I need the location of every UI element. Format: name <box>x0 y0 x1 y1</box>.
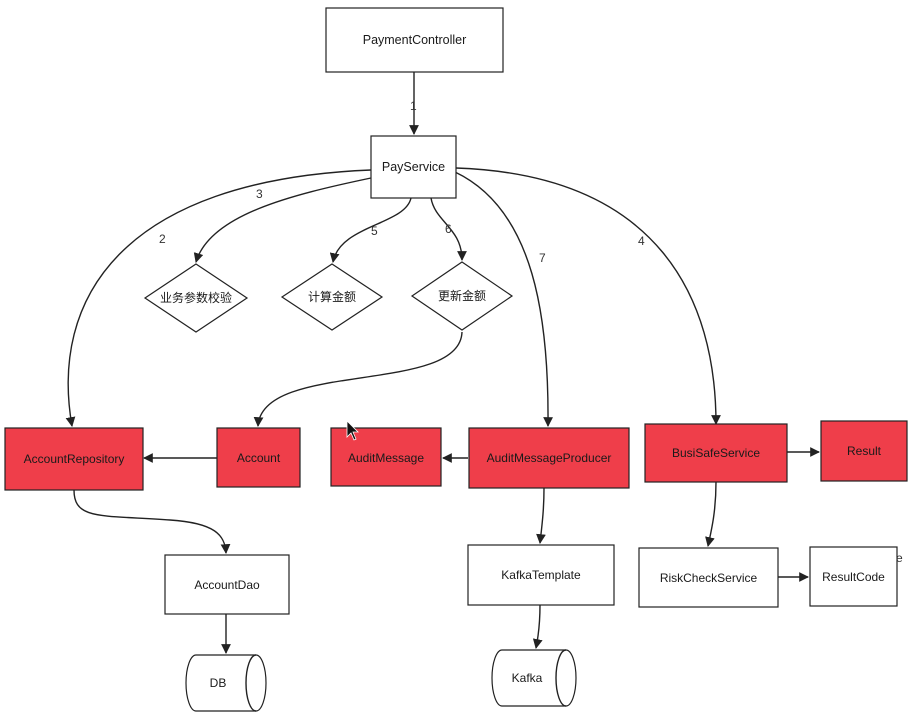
node-label: 业务参数校验 <box>160 290 232 305</box>
edge-label-6: 6 <box>445 222 452 236</box>
edge-payservice-to-accountrepository <box>65 169 372 427</box>
node-account-dao[interactable]: AccountDao <box>164 554 290 615</box>
node-label: 更新金额 <box>438 288 486 303</box>
node-account[interactable]: Account <box>216 427 301 488</box>
node-payment-controller[interactable]: PaymentController <box>325 7 504 73</box>
edge-label-7: 7 <box>539 251 546 265</box>
edge-label-3: 3 <box>256 187 263 201</box>
edge-payservice-to-updateamount <box>430 197 467 261</box>
mouse-cursor-icon <box>346 420 359 441</box>
edge-payservice-to-calcamount <box>329 197 412 263</box>
stray-mark: e <box>896 551 903 565</box>
edge-label-5: 5 <box>371 224 378 238</box>
edge-payservice-to-busisafe <box>455 167 721 425</box>
node-label: RiskCheckService <box>660 571 758 585</box>
node-label: PayService <box>382 160 445 174</box>
node-kafka[interactable]: Kafka <box>491 649 577 707</box>
node-label: Result <box>847 444 882 458</box>
node-result[interactable]: Result <box>820 420 908 482</box>
node-update-amount[interactable]: 更新金额 <box>410 261 514 331</box>
edge-accountrepository-to-accountdao <box>73 489 231 554</box>
node-label: KafkaTemplate <box>501 568 581 582</box>
node-kafka-template[interactable]: KafkaTemplate <box>467 544 615 606</box>
node-risk-check-service[interactable]: RiskCheckService <box>638 547 779 608</box>
node-label: Kafka <box>512 671 543 685</box>
edge-label-4: 4 <box>638 234 645 248</box>
edges <box>65 72 820 654</box>
edge-updateamount-to-account <box>253 331 463 427</box>
node-label: 计算金额 <box>308 289 356 304</box>
node-db[interactable]: DB <box>185 654 267 712</box>
edge-payservice-to-paramcheck <box>193 177 372 263</box>
node-busi-safe-service[interactable]: BusiSafeService <box>644 423 788 483</box>
node-label: BusiSafeService <box>672 446 760 460</box>
edge-label-2: 2 <box>159 232 166 246</box>
node-label: AuditMessageProducer <box>487 451 612 465</box>
node-label: ResultCode <box>822 570 885 584</box>
edge-kafkatemplate-to-kafka <box>532 604 543 649</box>
node-result-code[interactable]: ResultCode <box>809 546 898 607</box>
node-audit-message-producer[interactable]: AuditMessageProducer <box>468 427 630 489</box>
edge-busisafe-to-riskcheck <box>705 481 717 547</box>
node-param-check[interactable]: 业务参数校验 <box>143 263 249 333</box>
edge-auditproducer-to-kafkatemplate <box>536 487 546 544</box>
node-audit-message[interactable]: AuditMessage <box>330 427 442 487</box>
edge-labels: 1 2 3 4 5 6 7 <box>159 99 645 265</box>
node-label: AuditMessage <box>348 451 424 465</box>
node-label: Account <box>237 451 281 465</box>
edge-payservice-to-auditproducer <box>454 171 553 427</box>
node-label: AccountDao <box>194 578 260 592</box>
node-label: PaymentController <box>363 33 467 47</box>
edge-label-1: 1 <box>410 99 417 113</box>
node-calc-amount[interactable]: 计算金额 <box>280 263 384 331</box>
node-label: AccountRepository <box>24 452 125 466</box>
node-pay-service[interactable]: PayService <box>370 135 457 199</box>
node-label: DB <box>210 676 227 690</box>
node-account-repository[interactable]: AccountRepository <box>4 427 144 491</box>
